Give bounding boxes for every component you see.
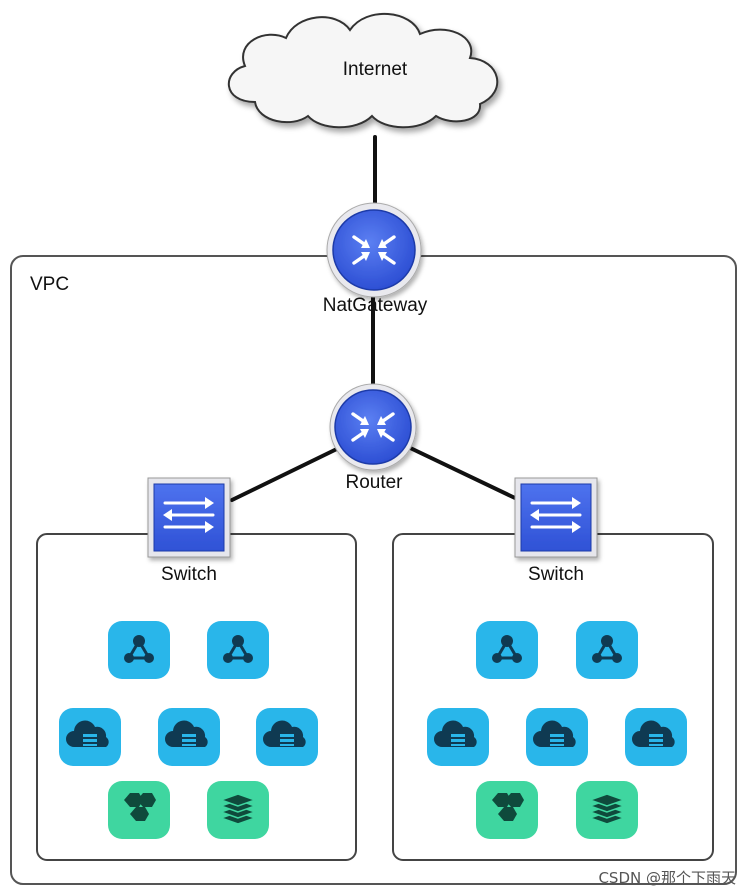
internet-cloud-icon xyxy=(228,12,499,129)
natgateway-label: NatGateway xyxy=(322,295,428,316)
cloud-server-icon xyxy=(526,708,588,766)
cloud-server-icon xyxy=(59,708,121,766)
connection-lines xyxy=(230,135,517,502)
network-icon xyxy=(106,619,172,681)
hexagon-cluster-icon xyxy=(476,781,538,839)
cloud-server-icon xyxy=(256,708,318,766)
internet-label: Internet xyxy=(342,59,408,80)
network-icon xyxy=(574,619,640,681)
link-router-switch-left xyxy=(230,443,347,502)
cloud-server-icon xyxy=(625,708,687,766)
link-router-switch-right xyxy=(402,443,517,500)
cloud-server-icon xyxy=(427,708,489,766)
database-stack-icon xyxy=(206,780,270,840)
zone-right-services xyxy=(427,619,687,840)
cloud-server-icon xyxy=(158,708,220,766)
switch-left-icon xyxy=(147,477,231,558)
switch-left-label: Switch xyxy=(161,564,217,585)
router-icon xyxy=(329,383,417,471)
network-icon xyxy=(205,619,271,681)
vpc-label: VPC xyxy=(30,274,70,295)
watermark: CSDN @那个下雨天 xyxy=(598,869,736,887)
switch-right-icon xyxy=(514,477,598,558)
router-label: Router xyxy=(345,472,403,493)
natgateway-router-icon xyxy=(326,202,422,298)
network-icon xyxy=(474,619,540,681)
zone-left-services xyxy=(59,619,318,840)
switch-right-label: Switch xyxy=(528,564,584,585)
database-stack-icon xyxy=(575,780,639,840)
hexagon-cluster-icon xyxy=(108,781,170,839)
